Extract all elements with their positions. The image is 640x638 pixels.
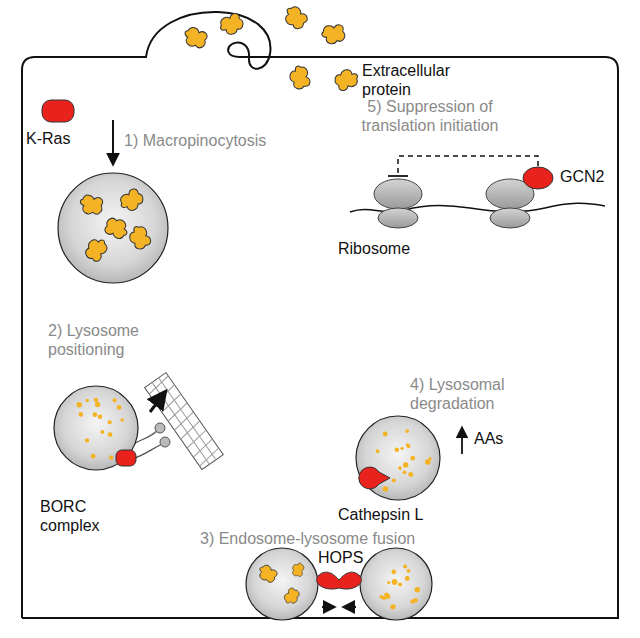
particle [383,486,389,492]
particle [405,576,410,581]
particle [405,429,409,433]
particle [385,594,390,599]
protein-label: GCN2 [560,168,604,187]
degraded-particles [380,565,421,610]
particle [108,432,113,437]
step-label: 4) Lysosomal degradation [410,376,530,414]
particle [390,604,395,609]
microtubule-stripe [152,382,209,464]
particle [392,478,396,482]
kras-protein [42,100,74,122]
particle [100,430,104,434]
particle [79,412,84,417]
particle [408,472,413,477]
lysosome [356,416,440,500]
step-label: 5) Suppression of translation initiation [330,98,530,136]
protein-label: Cathepsin L [338,506,423,525]
particle [94,398,98,402]
inhibition-bar [388,175,408,177]
particle [395,448,399,452]
motor-protein [155,423,165,433]
step-label: 2) Lysosome positioning [48,322,178,360]
extracellular-protein [182,3,361,93]
fusion-arrow [322,606,334,608]
particle [407,569,411,573]
particle [403,470,407,474]
increase-arrow [461,428,463,454]
particle [428,457,431,460]
particle [109,456,113,460]
particle [392,579,398,585]
movement-arrow [150,392,165,412]
particle [95,402,100,407]
particle [400,447,403,450]
particle [392,580,397,585]
borc-complex [116,450,136,466]
extracellular-protein [79,186,154,263]
particle [86,399,89,402]
particle [413,598,417,602]
gcn2-protein [523,167,553,189]
step-label: 1) Macropinocytosis [124,132,266,151]
lysosome [54,386,138,470]
cell-membrane [22,12,270,618]
hops-complex [317,572,362,589]
particle [380,595,384,599]
particle [91,454,96,459]
particle [391,570,396,575]
particle [387,581,390,584]
particle [398,582,402,586]
particle [398,466,402,470]
particle [407,444,411,448]
particle [108,420,112,424]
product-label: AAs [474,430,503,449]
particle [112,398,116,402]
inhibition-line [398,156,538,174]
microtubule [145,373,224,470]
particle [383,432,388,437]
particle [415,587,420,592]
particle [403,462,408,467]
particle [376,449,380,453]
motor-protein [160,437,170,447]
particle [85,438,89,442]
cell-membrane [22,44,618,618]
microtubule-stripe [159,378,216,460]
protein-label: K-Ras [26,130,70,149]
particle [117,405,122,410]
ribosome [374,179,534,228]
extracellular-protein [256,562,305,607]
particle [410,456,415,461]
particle [98,414,102,418]
particle [120,418,123,421]
degraded-particles [77,398,124,460]
process-arrow [112,120,114,164]
macropinosome [58,173,168,283]
particle [77,402,82,407]
lysosome [360,548,432,620]
protein-label: BORC complex [40,498,130,536]
endosome [246,548,318,620]
protein-label: HOPS [318,549,363,568]
particle [403,565,407,569]
degraded-particles [376,429,432,491]
step-label: 3) Endosome-lysosome fusion [200,530,415,549]
fusion-arrow [344,606,356,608]
particle [93,412,98,417]
structure-label: Ribosome [338,240,410,259]
protein-label: Extracellular protein [362,62,472,100]
cathepsin-l [359,467,390,489]
